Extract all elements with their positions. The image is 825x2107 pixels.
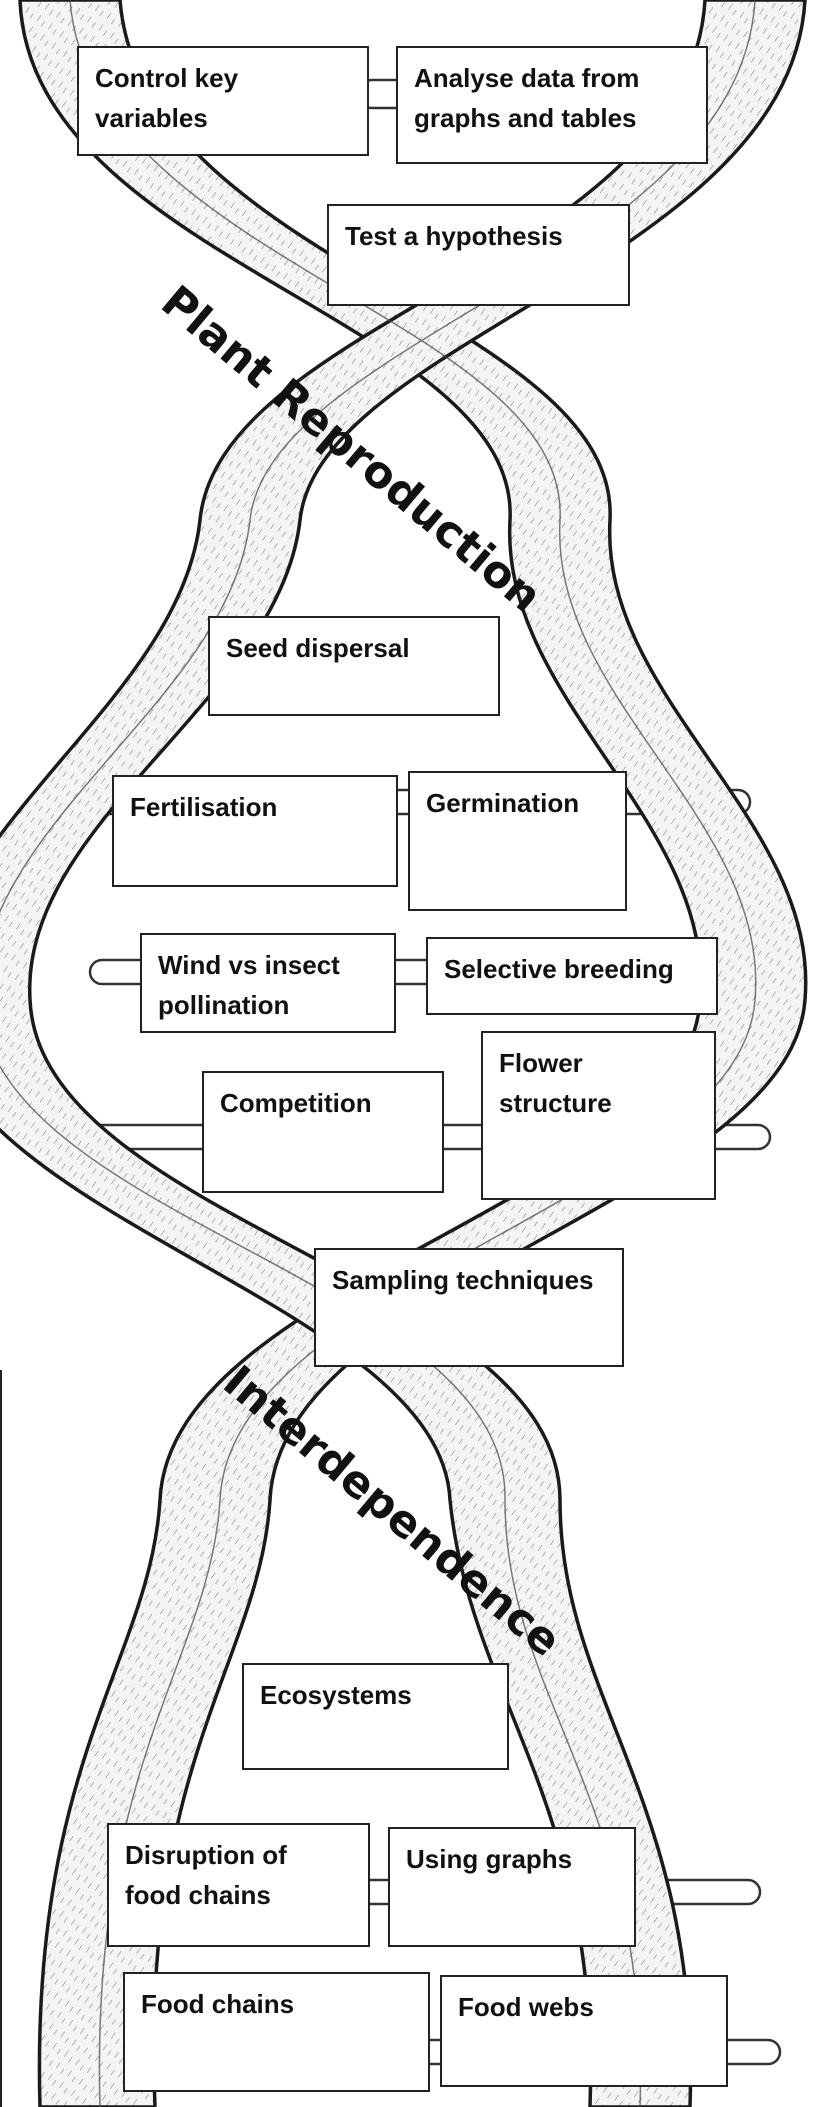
- box-food-webs: Food webs: [440, 1975, 728, 2087]
- box-ecosystems: Ecosystems: [242, 1663, 509, 1770]
- box-sampling-techniques: Sampling techniques: [314, 1248, 624, 1367]
- box-flower-structure: Flower structure: [481, 1031, 716, 1200]
- box-competition: Competition: [202, 1071, 444, 1193]
- box-selective-breeding: Selective breeding: [426, 937, 718, 1015]
- page-edge-line: [0, 1370, 2, 2107]
- box-disruption-food-chains: Disruption of food chains: [107, 1823, 370, 1947]
- box-control-key-variables: Control key variables: [77, 46, 369, 156]
- box-wind-vs-insect: Wind vs insect pollination: [140, 933, 396, 1033]
- box-germination: Germination: [408, 771, 627, 911]
- box-analyse-data: Analyse data from graphs and tables: [396, 46, 708, 164]
- box-seed-dispersal: Seed dispersal: [208, 616, 500, 716]
- box-using-graphs: Using graphs: [388, 1827, 636, 1947]
- box-test-hypothesis: Test a hypothesis: [327, 204, 630, 306]
- box-food-chains: Food chains: [123, 1972, 430, 2092]
- box-fertilisation: Fertilisation: [112, 775, 398, 887]
